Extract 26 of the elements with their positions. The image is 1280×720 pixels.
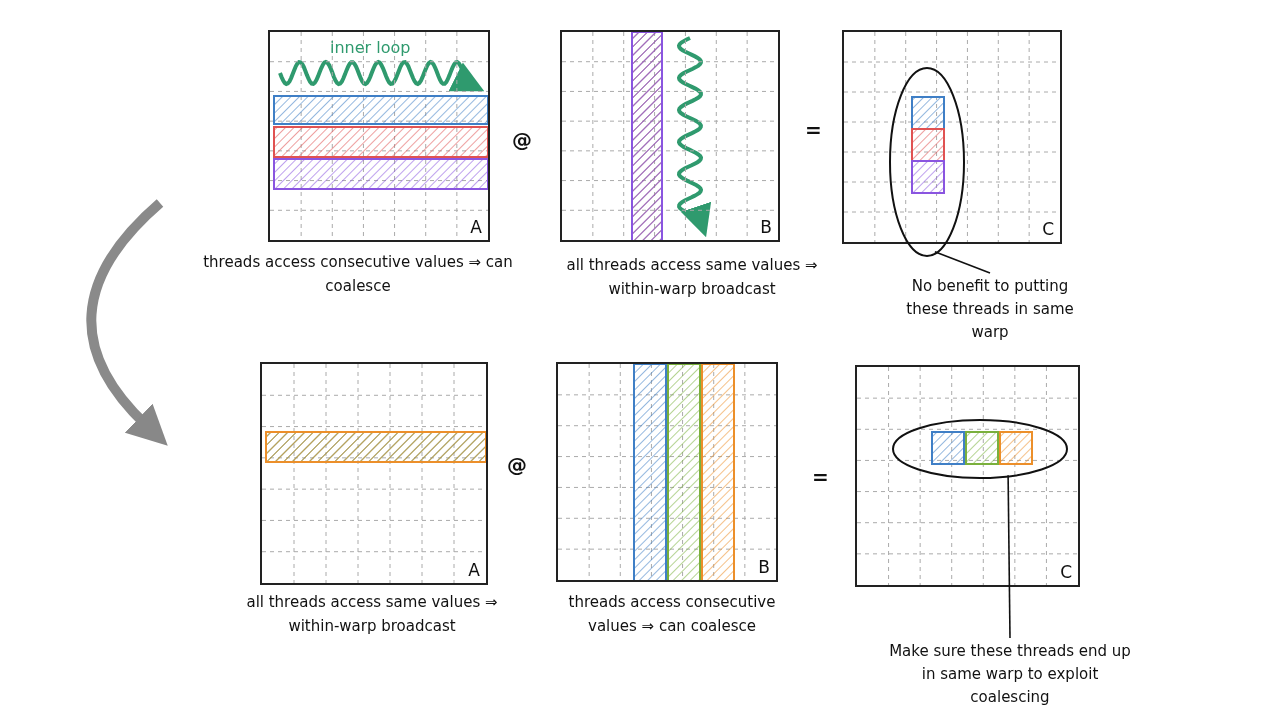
matrix-box xyxy=(855,365,1080,587)
caption-text: all threads access same values ⇒ within-warp broadcast xyxy=(565,255,819,300)
matrix-box xyxy=(268,30,490,242)
annotation-text: No benefit to putting these threads in same warp xyxy=(895,275,1085,344)
leader-line xyxy=(1007,474,1011,639)
matrix-box xyxy=(556,362,778,582)
caption-text: all threads access same values ⇒ within-warp broadcast xyxy=(245,592,499,637)
matrix-letter: C xyxy=(1042,219,1054,239)
annotation-text: Make sure these threads end up in same warp to exploit coalescing xyxy=(885,640,1135,709)
matrix-letter: A xyxy=(470,217,482,237)
operator-symbol: @ xyxy=(512,128,532,152)
operator-symbol: @ xyxy=(507,453,527,477)
operator-symbol: = xyxy=(805,118,822,142)
matrix-letter: C xyxy=(1060,562,1072,582)
matrix-box xyxy=(260,362,488,585)
loop-label: inner loop xyxy=(330,38,411,57)
caption-text: threads access consecutive values ⇒ can coalesce xyxy=(567,592,777,637)
ellipse-outline xyxy=(892,419,1068,479)
matrix-letter: B xyxy=(760,217,772,237)
operator-symbol: = xyxy=(812,465,829,489)
leader-line xyxy=(934,250,991,274)
matrix-letter: A xyxy=(468,560,480,580)
matrix-letter: B xyxy=(758,557,770,577)
ellipse-outline xyxy=(889,67,965,257)
caption-text: threads access consecutive values ⇒ can coalesce xyxy=(202,252,514,297)
matrix-box xyxy=(560,30,780,242)
